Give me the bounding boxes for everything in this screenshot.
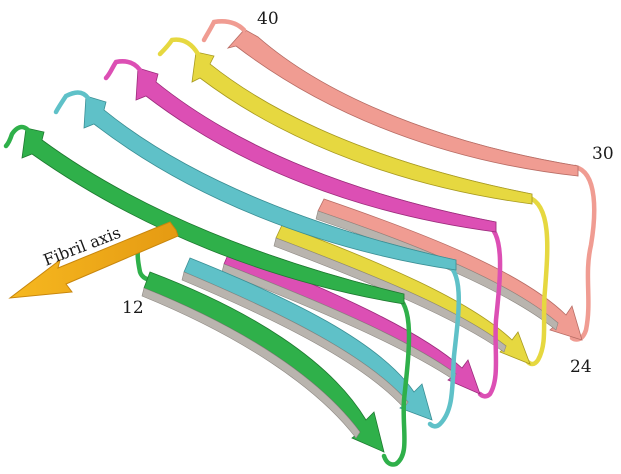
strand-5-n-terminus	[3, 124, 31, 149]
residue-label-40: 40	[257, 9, 279, 29]
residue-label-24: 24	[570, 357, 592, 377]
strand-layer-1	[201, 19, 597, 342]
strand-layer-4	[53, 90, 461, 429]
strand-4-upper-sheet	[83, 95, 457, 271]
strand-3-n-terminus	[103, 59, 143, 81]
strand-1-turn-loop	[569, 164, 597, 342]
strand-1-n-terminus	[201, 19, 247, 43]
strand-5-lower-sheet-edge	[141, 287, 361, 439]
residue-label-12: 12	[122, 298, 144, 318]
strand-5-turn-loop	[381, 293, 412, 467]
fibril-axis-arrow-shape	[8, 221, 179, 299]
strand-2-lower-sheet-edge	[273, 237, 507, 353]
fibril-axis-arrow	[8, 221, 179, 299]
strand-1-upper-sheet	[226, 27, 579, 177]
strand-3-upper-sheet	[135, 67, 497, 233]
strand-layer-2	[157, 37, 550, 367]
strand-1-upper-sheet-edge	[251, 36, 579, 177]
strand-3-turn-loop	[477, 221, 503, 399]
beta-strand-stack	[3, 19, 597, 467]
strand-layer-5	[3, 124, 412, 467]
strand-5-upper-sheet	[21, 127, 405, 305]
strand-4-n-terminus	[53, 90, 91, 115]
strand-2-turn-loop	[525, 194, 550, 367]
strand-4-turn-loop	[427, 259, 461, 429]
residue-label-30: 30	[592, 144, 614, 164]
strand-2-upper-sheet	[191, 51, 533, 205]
strand-2-n-terminus	[157, 37, 201, 57]
